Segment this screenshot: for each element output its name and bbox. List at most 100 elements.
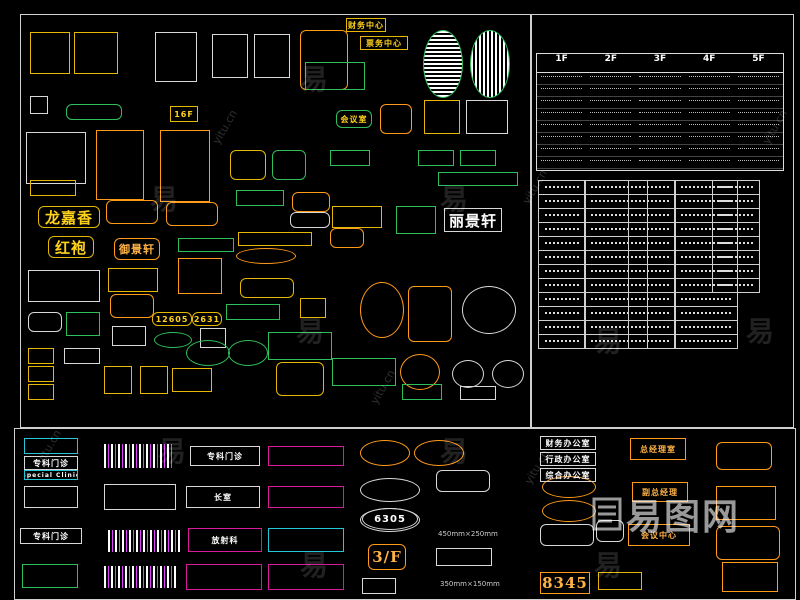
room-plate xyxy=(628,334,676,349)
floor-label-5f: 5F xyxy=(752,54,765,64)
sign-green-plate xyxy=(396,206,436,234)
sign-icon-panel xyxy=(74,32,118,74)
room-plate xyxy=(712,250,760,265)
room-plate xyxy=(628,236,676,251)
sign-gold-icon xyxy=(104,366,132,394)
sign-green-plate xyxy=(66,104,122,120)
sign-lixinxuan: 丽景轩 xyxy=(444,208,502,232)
sign-white-panel xyxy=(104,484,176,510)
sign-magenta-panel xyxy=(268,564,344,590)
sign-gold-plate xyxy=(300,298,326,318)
sign-plate xyxy=(30,180,76,196)
sign-green-plate xyxy=(330,150,370,166)
sign-oval-gold xyxy=(360,440,410,466)
sign-oval-gold xyxy=(542,476,596,498)
sign-green-plate xyxy=(236,190,284,206)
sign-small-panel xyxy=(30,96,48,114)
sign-small-panel xyxy=(254,34,290,78)
sign-fan-gold xyxy=(330,228,364,248)
sign-cyan-plate xyxy=(24,438,78,454)
sign-gold-panel xyxy=(276,362,324,396)
sign-green-oval xyxy=(228,340,268,366)
room-plate xyxy=(712,222,760,237)
sign-hongpao: 红袍 xyxy=(48,236,94,258)
sign-zhuanke-menzhen-2: 专科门诊 xyxy=(20,528,82,544)
sign-oval xyxy=(236,248,296,264)
sign-white-plate xyxy=(290,212,330,228)
room-plate xyxy=(712,264,760,279)
sign-notice-board xyxy=(160,130,210,202)
sign-icon-panel xyxy=(30,32,70,74)
room-plate xyxy=(712,236,760,251)
sign-gold-small xyxy=(598,572,642,590)
sign-gold-ornate xyxy=(716,526,780,560)
sign-green-panel xyxy=(22,564,78,588)
sign-fire-floor: 16F xyxy=(170,106,198,122)
sign-gold-3: 会议中心 xyxy=(628,524,690,546)
floor-label-4f: 4F xyxy=(703,54,716,64)
sign-striped-panel xyxy=(104,444,172,468)
sign-magenta-panel xyxy=(268,446,344,466)
sign-building-outline xyxy=(26,132,86,184)
sign-ornate-oval xyxy=(360,282,404,338)
dimension-label: 450mm×250mm xyxy=(438,530,498,538)
sign-gold-panel xyxy=(408,286,452,342)
room-plate xyxy=(628,194,676,209)
sign-green-long xyxy=(438,172,518,186)
room-plate xyxy=(538,334,586,349)
frame-top-right xyxy=(530,14,794,428)
watermark-char: 易 xyxy=(158,435,187,468)
sign-ticket: 票务中心 xyxy=(360,36,408,50)
room-plate xyxy=(538,264,586,279)
watermark-char: 易 xyxy=(594,549,623,582)
sign-gold-2: 副总经理 xyxy=(632,482,688,502)
sign-green-plate xyxy=(226,304,280,320)
sign-plate xyxy=(28,312,62,332)
room-plate xyxy=(538,194,586,209)
sign-6305: 6305 xyxy=(362,508,418,530)
sign-white-small xyxy=(362,578,396,594)
sign-green-plate xyxy=(460,150,496,166)
sign-12605: 12605 xyxy=(152,312,192,326)
sign-shield xyxy=(272,150,306,180)
floor-row xyxy=(537,133,783,145)
sign-8345: 8345 xyxy=(540,572,590,594)
room-plate xyxy=(712,180,760,195)
dimension-label-2: 350mm×150mm xyxy=(440,580,500,588)
sign-small-panel xyxy=(212,34,248,78)
sign-gold-plate xyxy=(28,384,54,400)
sign-ornate-round-white xyxy=(462,286,516,334)
sign-plate-list xyxy=(28,270,100,302)
sign-2631: 2631 xyxy=(192,312,222,326)
sign-ornate-round xyxy=(380,104,412,134)
sign-office-3: 综合办公室 xyxy=(540,468,596,482)
sign-green-plate xyxy=(332,358,396,386)
sign-ornate-frame xyxy=(178,258,222,294)
sign-gold-badge xyxy=(292,192,330,212)
sign-qr-oval xyxy=(423,30,463,98)
room-plate xyxy=(712,194,760,209)
sign-gold-ornate xyxy=(722,562,778,592)
watermark-char: 易 xyxy=(300,549,329,582)
room-plate xyxy=(628,180,676,195)
sign-oval-gold xyxy=(414,440,464,466)
sign-gold-plate xyxy=(28,366,54,382)
logo-text: 易图网 xyxy=(626,497,741,538)
sign-yuyingxuan: 御景轩 xyxy=(114,238,160,260)
sign-gold-long xyxy=(238,232,312,246)
watermark-char: 易 xyxy=(300,63,329,96)
room-plate xyxy=(674,334,738,349)
sign-round-emblem xyxy=(492,360,524,388)
logo-mark-icon xyxy=(592,497,622,531)
room-plate xyxy=(538,278,586,293)
sign-green-panel xyxy=(305,62,365,90)
sign-longjiaxiang: 龙嘉香 xyxy=(38,206,100,228)
room-plate xyxy=(538,222,586,237)
watermark-char: 易 xyxy=(440,435,469,468)
room-plate xyxy=(628,320,676,335)
sign-cyan-panel xyxy=(268,528,344,552)
sign-magenta-panel xyxy=(268,486,344,508)
sign-qr-oval xyxy=(470,30,510,98)
floor-directory-table: 1F 2F 3F 4F 5F xyxy=(536,53,784,171)
